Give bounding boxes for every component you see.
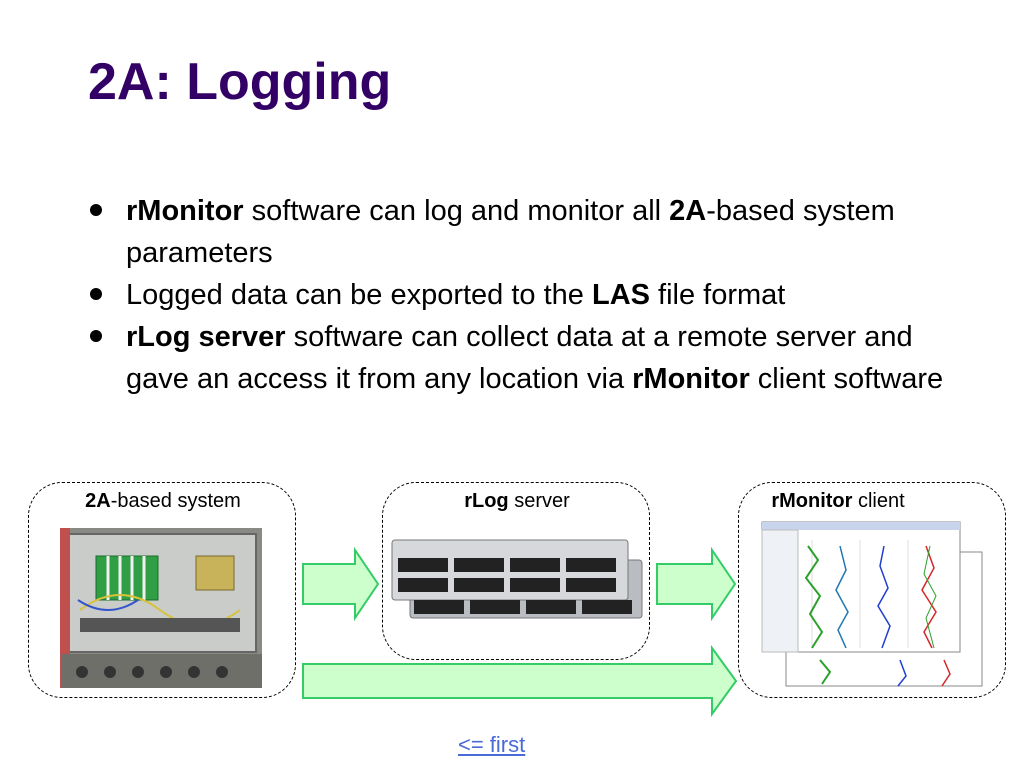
bullet-dot-icon [90, 288, 102, 300]
first-slide-link[interactable]: <= first [458, 732, 526, 757]
arrow-system-to-client-icon [302, 644, 738, 718]
bullet-text: -based system parameters [126, 195, 895, 269]
system-label: 2A-based system [85, 490, 241, 512]
arrow-system-to-server-icon [302, 546, 380, 622]
control-cabinet-photo [60, 528, 262, 688]
server-label: rLog server [464, 490, 570, 512]
rmonitor-screenshot [761, 521, 983, 687]
arrow-server-to-client-icon [656, 546, 737, 622]
client-label: rMonitor client [771, 490, 905, 512]
server-rack-image [391, 539, 643, 619]
bullet-text: file format [649, 279, 786, 311]
bullet-bold: 2A [669, 195, 707, 227]
bullet-bold: rMonitor [126, 195, 244, 227]
bullet-bold: rLog server [126, 321, 286, 353]
bullet-item: rMonitor software can log and monitor al… [90, 190, 970, 274]
bullet-dot-icon [90, 204, 102, 216]
bullet-text: software can log and monitor all [243, 195, 670, 227]
slide-title: 2A: Logging [88, 53, 392, 111]
bullet-list: rMonitor software can log and monitor al… [90, 190, 970, 400]
bullet-text: client software [749, 363, 944, 395]
bullet-dot-icon [90, 330, 102, 342]
bullet-bold: LAS [591, 279, 650, 311]
bullet-text: software can collect data at a remote se… [126, 321, 913, 395]
bullet-bold: rMonitor [632, 363, 750, 395]
bullet-text: Logged data can be exported to the [126, 279, 592, 311]
bullet-item: rLog server software can collect data at… [90, 316, 970, 400]
bullet-item: Logged data can be exported to the LAS f… [90, 274, 970, 316]
